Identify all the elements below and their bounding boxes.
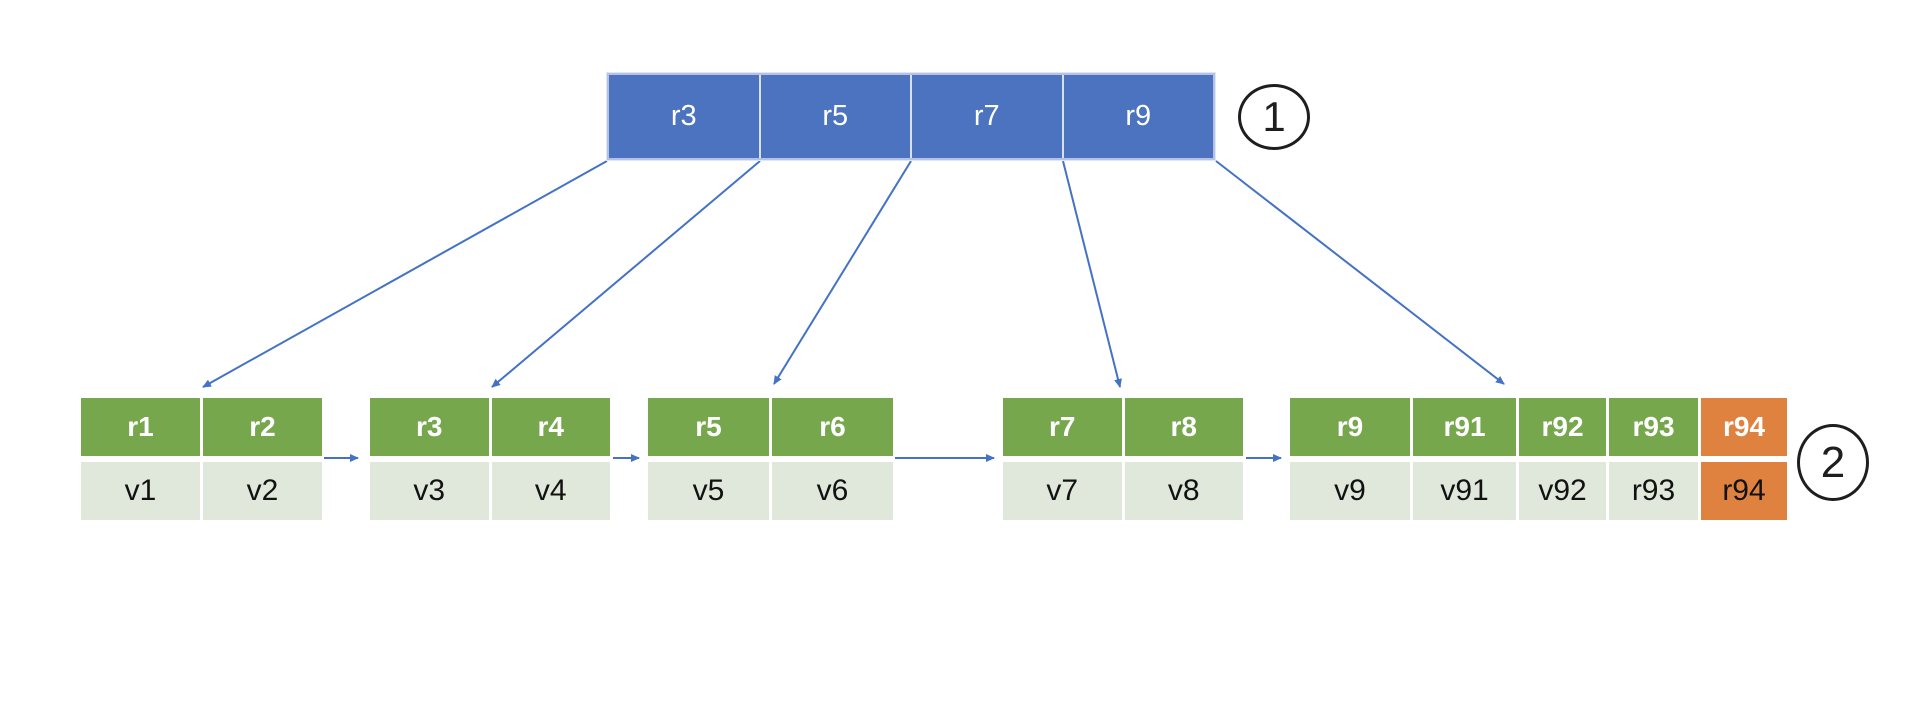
leaf-value-cell: v9 [1290,462,1410,520]
tree-arrow-1 [202,160,608,388]
index-key-cell: r7 [910,75,1062,158]
leaf-key-cell: r91 [1413,398,1516,456]
leaf-value-cell: v1 [81,462,200,520]
leaf-key-cell: r5 [648,398,769,456]
leaf-value-cell: r93 [1609,462,1698,520]
leaf-node-1: r1 r2 v1 v2 [81,398,322,520]
leaf-node-3: r5 r6 v5 v6 [648,398,893,520]
index-key-cell: r5 [758,75,911,158]
leaf-key-cell: r6 [772,398,893,456]
leaf-key-cell: r93 [1609,398,1698,456]
leaf-node-2: r3 r4 v3 v4 [370,398,610,520]
index-key-cell: r9 [1061,75,1214,158]
leaf-value-cell: v6 [772,462,893,520]
leaf-key-cell: r92 [1519,398,1606,456]
step-badge-1: 1 [1238,84,1310,150]
leaf-key-cell: r1 [81,398,200,456]
tree-arrow-5 [1215,160,1505,385]
leaf-key-cell: r3 [370,398,489,456]
leaf-node-4: r7 r8 v7 v8 [1003,398,1243,520]
leaf-value-cell: v8 [1124,462,1243,520]
leaf-key-cell: r8 [1124,398,1243,456]
leaf-value-cell-highlighted: r94 [1701,462,1787,520]
leaf-key-cell: r4 [491,398,610,456]
leaf-key-cell: r9 [1290,398,1410,456]
leaf-value-cell: v3 [370,462,489,520]
leaf-value-cell: v7 [1003,462,1122,520]
leaf-value-cell: v5 [648,462,769,520]
leaf-value-cell: v2 [203,462,322,520]
tree-arrow-2 [491,160,761,388]
index-node: r3 r5 r7 r9 [607,73,1215,160]
step-badge-1-label: 1 [1262,93,1286,140]
leaf-key-cell: r2 [203,398,322,456]
leaf-value-cell: v92 [1519,462,1606,520]
tree-arrow-3 [773,160,912,385]
index-key-cell: r3 [670,100,697,132]
leaf-key-cell: r7 [1003,398,1122,456]
leaf-key-cell-highlighted: r94 [1701,398,1787,456]
leaf-node-5: r9 r91 r92 r93 r94 v9 v91 v92 r93 r94 [1290,398,1787,520]
step-badge-2-label: 2 [1820,437,1846,487]
leaf-value-cell: v4 [491,462,610,520]
step-badge-2: 2 [1797,424,1869,501]
tree-arrow-4 [1062,160,1122,388]
leaf-value-cell: v91 [1413,462,1516,520]
